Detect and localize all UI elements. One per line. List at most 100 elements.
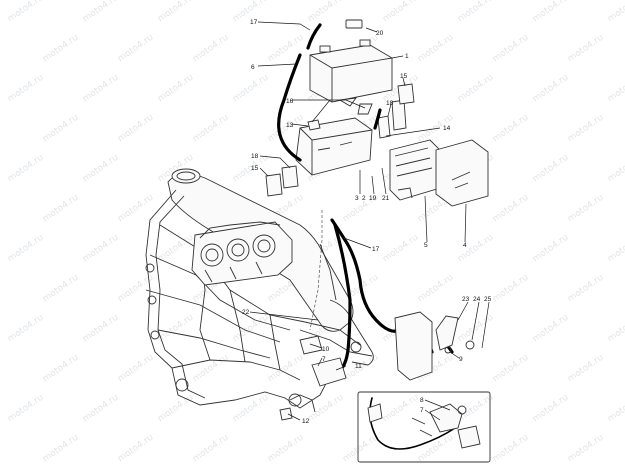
callout-15-upper: 15	[400, 73, 408, 80]
watermark-text: moto4.ru	[116, 433, 156, 465]
watermark-text: moto4.ru	[41, 273, 81, 305]
callout-13: 13	[286, 122, 294, 129]
watermark-text: moto4.ru	[566, 33, 606, 65]
watermark-text: moto4.ru	[81, 0, 121, 24]
watermark-text: moto4.ru	[491, 113, 531, 145]
callout-16: 16	[286, 98, 294, 105]
watermark-text: moto4.ru	[6, 73, 46, 105]
watermark-text: moto4.ru	[491, 33, 531, 65]
watermark-text: moto4.ru	[606, 153, 625, 185]
watermark-text: moto4.ru	[6, 393, 46, 425]
callout-17-mid: 17	[372, 246, 380, 253]
watermark-text: moto4.ru	[456, 73, 496, 105]
callout-24: 24	[473, 296, 481, 303]
watermark-text: moto4.ru	[531, 153, 571, 185]
relays-left	[265, 165, 299, 197]
watermark-text: moto4.ru	[341, 433, 381, 465]
callout-18-upper: 18	[386, 100, 394, 107]
watermark-text: moto4.ru	[231, 73, 271, 105]
callout-4: 4	[463, 242, 467, 249]
watermark-text: moto4.ru	[531, 0, 571, 24]
watermark-text: moto4.ru	[156, 313, 196, 345]
watermark-text: moto4.ru	[116, 113, 156, 145]
watermark-text: moto4.ru	[156, 393, 196, 425]
watermark-text: moto4.ru	[606, 0, 625, 24]
watermark-text: moto4.ru	[566, 193, 606, 225]
ecu-cover	[435, 139, 489, 207]
watermark-text: moto4.ru	[381, 0, 421, 24]
watermark-text: moto4.ru	[491, 353, 531, 385]
detail-inset	[357, 391, 491, 463]
watermark-text: moto4.ru	[381, 233, 421, 265]
watermark-text: moto4.ru	[606, 393, 625, 425]
watermark-text: moto4.ru	[266, 433, 306, 465]
watermark-text: moto4.ru	[191, 433, 231, 465]
callout-14: 14	[443, 125, 451, 132]
callout-11: 11	[355, 363, 362, 370]
callout-10: 10	[322, 346, 330, 353]
watermark-text: moto4.ru	[231, 393, 271, 425]
watermark-text: moto4.ru	[191, 113, 231, 145]
watermark-text: moto4.ru	[81, 153, 121, 185]
watermark-text: moto4.ru	[41, 433, 81, 465]
watermark-text: moto4.ru	[156, 233, 196, 265]
watermark-text: moto4.ru	[41, 113, 81, 145]
callout-22: 22	[242, 309, 250, 316]
callout-19: 19	[369, 195, 377, 202]
watermark-text: moto4.ru	[81, 313, 121, 345]
battery-tray	[295, 97, 391, 176]
watermark-text: moto4.ru	[81, 233, 121, 265]
ecu	[389, 139, 441, 201]
callout-7-inset: 7	[420, 407, 424, 414]
watermark-text: moto4.ru	[416, 273, 456, 305]
watermark-text: moto4.ru	[156, 0, 196, 24]
watermark-text: moto4.ru	[191, 33, 231, 65]
watermark-text: moto4.ru	[531, 393, 571, 425]
callout-1: 1	[405, 53, 409, 60]
watermark-text: moto4.ru	[531, 313, 571, 345]
watermark-text: moto4.ru	[456, 233, 496, 265]
callout-17-top: 17	[250, 19, 258, 26]
callout-15-left: 15	[251, 165, 259, 172]
battery	[309, 19, 393, 103]
watermark-text: moto4.ru	[531, 233, 571, 265]
watermark-text: moto4.ru	[6, 0, 46, 24]
callout-3: 3	[355, 195, 359, 202]
callout-8: 8	[420, 397, 424, 404]
watermark-text: moto4.ru	[491, 273, 531, 305]
watermark-text: moto4.ru	[416, 33, 456, 65]
watermark-text: moto4.ru	[566, 353, 606, 385]
watermark-text: moto4.ru	[116, 353, 156, 385]
callout-9: 9	[459, 356, 463, 363]
callout-21: 21	[382, 195, 390, 202]
callout-labels: 17 20 1 6 15 16 18 13 14 18 15 3 2 19 21…	[242, 19, 492, 425]
watermark-text: moto4.ru	[41, 353, 81, 385]
watermark-text: moto4.ru	[191, 353, 231, 385]
watermark-text: moto4.ru	[491, 433, 531, 465]
watermark-text: moto4.ru	[566, 113, 606, 145]
watermark-text: moto4.ru	[606, 233, 625, 265]
callout-20: 20	[376, 30, 384, 37]
callout-5: 5	[424, 242, 428, 249]
watermark-text: moto4.ru	[566, 273, 606, 305]
watermark-text: moto4.ru	[491, 193, 531, 225]
watermark-text: moto4.ru	[6, 153, 46, 185]
watermark-text: moto4.ru	[456, 313, 496, 345]
watermark-text: moto4.ru	[416, 433, 456, 465]
watermark-text: moto4.ru	[606, 73, 625, 105]
callout-25: 25	[484, 296, 492, 303]
throttle-body	[191, 221, 293, 286]
callout-7-main: 7	[322, 356, 326, 363]
watermark-text: moto4.ru	[306, 393, 346, 425]
watermark-text: moto4.ru	[531, 73, 571, 105]
callout-2: 2	[362, 195, 366, 202]
watermark-text: moto4.ru	[456, 0, 496, 24]
watermark-text: moto4.ru	[41, 193, 81, 225]
watermark-text: moto4.ru	[156, 73, 196, 105]
callout-18-left: 18	[251, 153, 259, 160]
relays-upper	[391, 83, 415, 131]
watermark-text: moto4.ru	[306, 0, 346, 24]
watermark-text: moto4.ru	[116, 33, 156, 65]
callout-23: 23	[462, 296, 470, 303]
